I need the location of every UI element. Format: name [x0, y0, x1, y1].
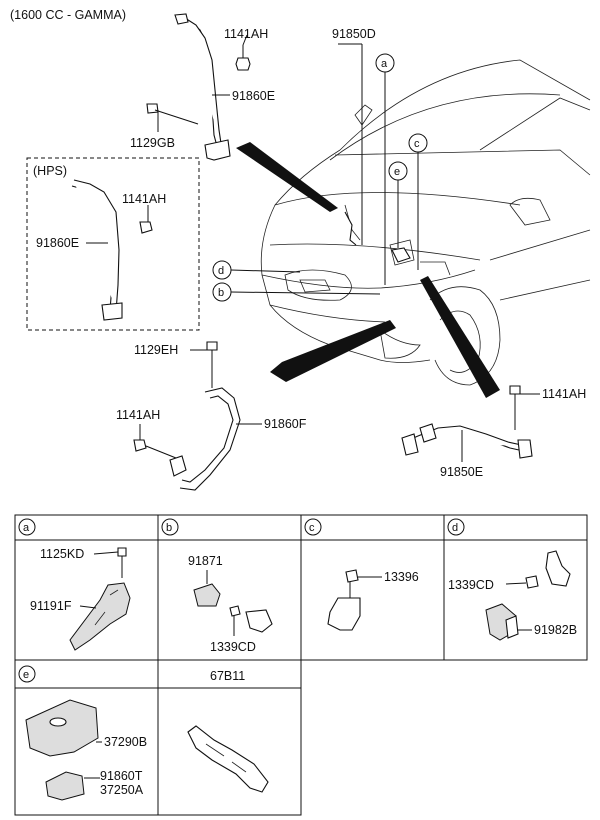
engine-note: (1600 CC - GAMMA)	[10, 8, 126, 22]
bolt-1141ah-hps	[139, 221, 153, 234]
label-91871: 91871	[188, 554, 223, 568]
svg-text:d: d	[218, 265, 224, 277]
label-91860t: 91860T	[100, 769, 143, 783]
cable-91860f	[169, 387, 241, 491]
label-1129eh: 1129EH	[134, 343, 178, 357]
bolt-1141ah-top	[235, 45, 251, 71]
bolt-1141ah-right	[509, 385, 521, 430]
svg-text:a: a	[381, 58, 388, 70]
label-1141ah-top: 1141AH	[224, 27, 268, 41]
svg-text:e: e	[394, 166, 400, 178]
label-91191f: 91191F	[30, 599, 72, 613]
detail-grid	[14, 514, 588, 816]
label-91850e: 91850E	[440, 465, 483, 479]
panel-b: b 91871 1339CD	[161, 518, 273, 654]
label-1339cd-d: 1339CD	[448, 578, 494, 592]
hps-title: (HPS)	[33, 164, 67, 178]
wedge-left	[270, 320, 396, 382]
hps-box	[26, 157, 200, 331]
car-outline	[260, 59, 591, 386]
panel-e: e 37290B 91860T 37250A	[18, 665, 147, 801]
label-1141ah-right: 1141AH	[542, 387, 586, 401]
label-1339cd-b: 1339CD	[210, 640, 256, 654]
cable-91860e-hps	[71, 179, 123, 321]
svg-text:b: b	[218, 287, 224, 299]
label-91860f: 91860F	[264, 417, 307, 431]
bolt-1129eh	[206, 341, 218, 388]
wedge-right	[420, 276, 500, 398]
svg-text:c: c	[309, 522, 315, 534]
bolt-1129gb	[146, 103, 199, 125]
svg-text:a: a	[23, 522, 30, 534]
panel-a: a 1125KD 91191F	[18, 518, 131, 651]
label-91982b: 91982B	[534, 623, 577, 637]
label-13396: 13396	[384, 570, 419, 584]
label-1141ah-hps: 1141AH	[122, 192, 166, 206]
label-1129gb: 1129GB	[130, 136, 175, 150]
panel-d: d 1339CD 91982B	[447, 518, 577, 641]
svg-text:c: c	[414, 138, 420, 150]
svg-text:d: d	[452, 522, 458, 534]
label-91860e-hps: 91860E	[36, 236, 79, 250]
label-1141ah-mid: 1141AH	[116, 408, 160, 422]
label-1125kd: 1125KD	[40, 547, 84, 561]
label-91860e-top: 91860E	[232, 89, 275, 103]
label-67b11: 67B11	[210, 669, 245, 683]
panel-c: c 13396	[304, 518, 419, 631]
bolt-1141ah-mid	[133, 439, 177, 459]
panel-67b11: 67B11	[187, 669, 269, 793]
svg-text:e: e	[23, 669, 29, 681]
cable-91850e	[401, 423, 533, 459]
label-37250a: 37250A	[100, 783, 144, 797]
label-91850d: 91850D	[332, 27, 376, 41]
label-37290b: 37290B	[104, 735, 147, 749]
wedge-top	[236, 142, 338, 212]
svg-text:b: b	[166, 522, 172, 534]
cable-91860e-top	[174, 13, 231, 161]
